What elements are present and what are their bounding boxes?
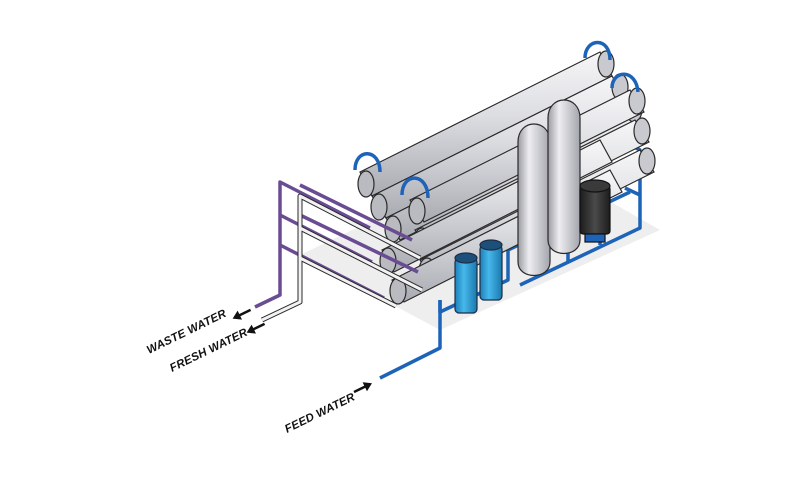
- arrow-right-icon: [353, 382, 372, 394]
- pump-motor: [579, 179, 611, 243]
- feed-water-inlet: [379, 300, 442, 380]
- membrane-vessel: [357, 50, 615, 198]
- feed-water-label: FEED WATER: [283, 391, 357, 436]
- u-bend-connectors: [353, 40, 640, 199]
- arrow-left-icon: [246, 322, 266, 334]
- fresh-water-pipes-fill: [261, 194, 423, 322]
- cartridge-filters: [454, 239, 503, 314]
- pressure-tank: [517, 123, 551, 276]
- pressure-tanks: [517, 99, 581, 276]
- label-feed-water: FEED WATER: [283, 391, 357, 436]
- cartridge-filter: [479, 239, 503, 301]
- cartridge-filter: [454, 252, 478, 314]
- arrow-left-icon: [232, 308, 252, 320]
- pressure-tank: [547, 99, 581, 254]
